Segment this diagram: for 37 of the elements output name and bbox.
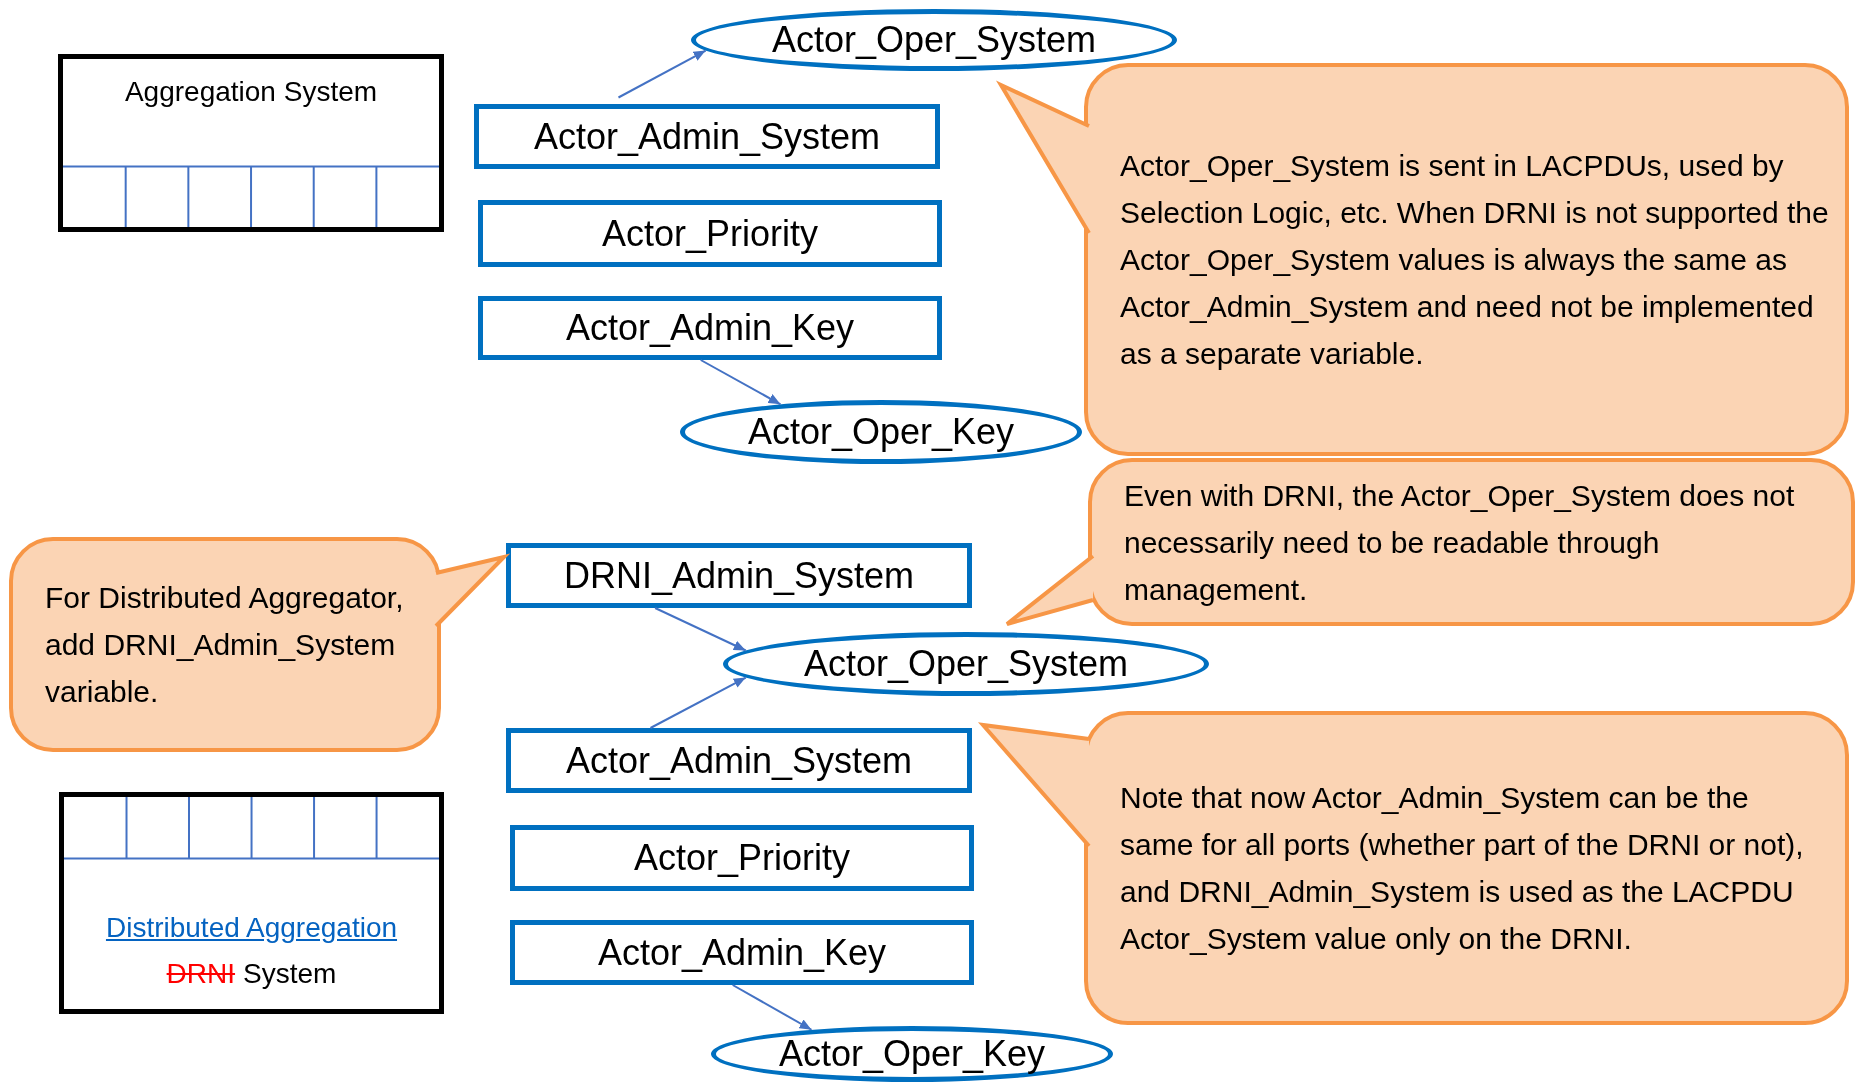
system-label: Aggregation System (124, 75, 378, 109)
variable-name: Actor_Oper_Key (747, 414, 1015, 450)
variable-name: Actor_Oper_System (803, 646, 1129, 682)
arrow (617, 49, 707, 99)
arrow (731, 984, 813, 1031)
variable-box (506, 543, 972, 608)
variable-name: Actor_Oper_Key (778, 1036, 1046, 1072)
variable-name: Actor_Admin_Key (565, 310, 855, 346)
variable-name: Actor_Oper_System (771, 22, 1097, 58)
variable-box (478, 296, 942, 360)
callout-bubble (1084, 63, 1849, 456)
system-box (59, 792, 444, 1014)
variable-box (474, 104, 940, 169)
callout-text: Even with DRNI, the Actor_Oper_System does not necessarily need to be readable through management. (1124, 477, 1796, 608)
variable-box (478, 200, 942, 267)
variable-name: DRNI_Admin_System (563, 557, 915, 594)
callout-text: Actor_Oper_System is sent in LACPDUs, used by Selection Logic, etc. When DRNI is not supported the Actor_Oper_System values is always the same as Actor_Admin_System and need not be implemented as a separate variable. (1120, 148, 1829, 372)
variable-name: Actor_Admin_System (565, 742, 913, 779)
system-label: System (243, 957, 337, 991)
arrow (649, 676, 747, 729)
system-box (58, 54, 444, 232)
arrow (654, 607, 747, 652)
variable-box (510, 825, 974, 891)
variable-name: Actor_Priority (601, 215, 819, 252)
struck-text: DRNI (166, 957, 236, 991)
callout-text: For Distributed Aggregator, add DRNI_Admin_System variable. (45, 580, 405, 710)
variable-name: Actor_Admin_Key (597, 934, 887, 971)
variable-box (510, 920, 974, 985)
callout-bubble (1088, 458, 1855, 626)
callout-bubble (9, 537, 441, 752)
variable-box (506, 728, 972, 793)
variable-name: Actor_Priority (633, 840, 851, 876)
callout-bubble (1084, 711, 1849, 1025)
variable-name: Actor_Admin_System (533, 118, 881, 155)
link-text: Distributed Aggregation (105, 911, 398, 945)
callout-text: Note that now Actor_Admin_System can be the same for all ports (whether part of the DRNI or not), and DRNI_Admin_System is used as the LACPDU Actor_System value only on the DRNI. (1120, 780, 1805, 957)
arrow (699, 359, 782, 406)
